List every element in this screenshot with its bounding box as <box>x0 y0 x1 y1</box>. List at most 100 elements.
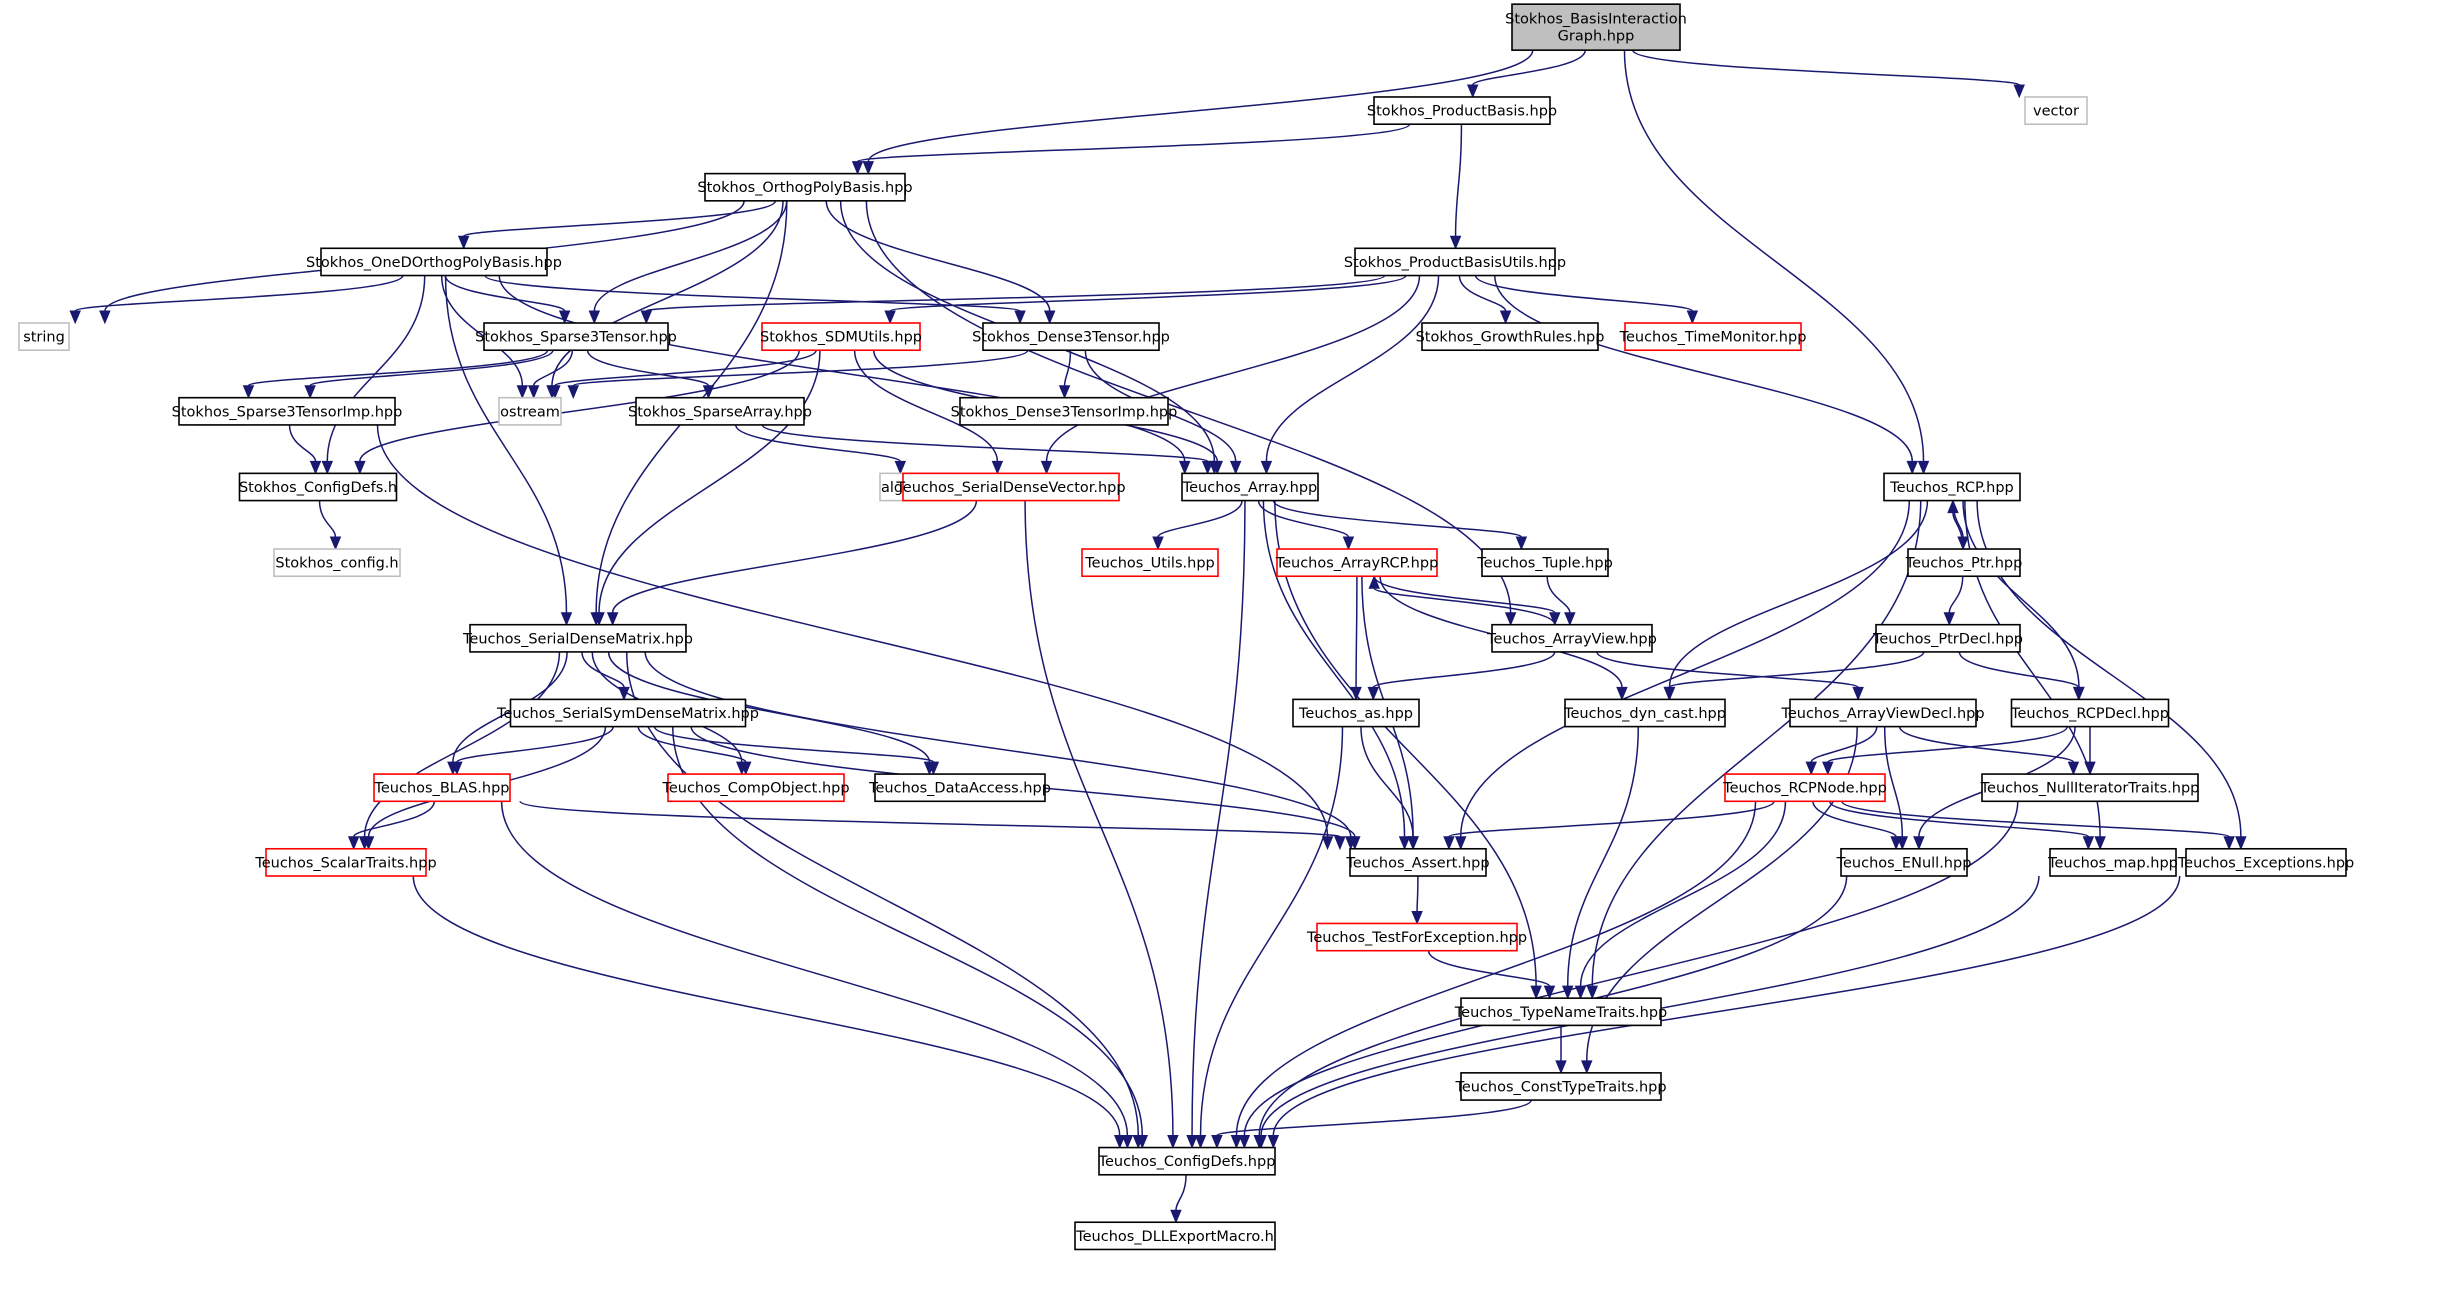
node-box <box>498 396 562 426</box>
node-tassert[interactable]: Teuchos_Assert.hpp <box>1345 847 1490 877</box>
node-label: Stokhos_Sparse3TensorImp.hpp <box>172 404 403 420</box>
node-vector[interactable]: vector <box>2024 96 2088 125</box>
edge-pbutils-to-sparse3 <box>640 274 1386 325</box>
node-tuple[interactable]: Teuchos_Tuple.hpp <box>1476 548 1613 578</box>
edge-line <box>551 200 784 386</box>
node-tmap[interactable]: Teuchos_map.hpp <box>2047 847 2178 877</box>
node-tarray[interactable]: Teuchos_Array.hpp <box>1181 472 1319 502</box>
edge-arrowhead <box>1686 310 1699 325</box>
edge-arrowhead <box>1504 612 1517 626</box>
edge-line <box>444 275 568 613</box>
edge-typename-to-consttype <box>1555 1025 1567 1075</box>
node-label: Teuchos_ENull.hpp <box>1836 855 1972 871</box>
node-label: Teuchos_ConstTypeTraits.hpp <box>1454 1079 1666 1095</box>
edge-arrowhead <box>1852 686 1864 701</box>
node-box <box>1181 472 1319 502</box>
node-string[interactable]: string <box>18 322 70 352</box>
edge-arrowhead <box>1499 310 1512 325</box>
node-label: Stokhos_Sparse3Tensor.hpp <box>475 330 677 346</box>
node-dense3[interactable]: Stokhos_Dense3Tensor.hpp <box>972 322 1170 352</box>
node-blas[interactable]: Teuchos_BLAS.hpp <box>373 773 511 803</box>
edge-line <box>1372 651 1556 689</box>
node-label: Stokhos_OneDOrthogPolyBasis.hpp <box>306 255 562 271</box>
node-ptr[interactable]: Teuchos_Ptr.hpp <box>1905 548 2023 578</box>
node-box <box>874 773 1046 803</box>
edge-line <box>1272 500 1523 538</box>
node-rcpnode[interactable]: Teuchos_RCPNode.hpp <box>1722 773 1887 803</box>
node-rcp[interactable]: Teuchos_RCP.hpp <box>1883 472 2021 502</box>
node-label: Teuchos_SerialSymDenseMatrix.hpp <box>496 706 759 722</box>
node-box <box>483 322 669 352</box>
node-arrayrcp[interactable]: Teuchos_ArrayRCP.hpp <box>1275 548 1439 578</box>
node-consttype[interactable]: Teuchos_ConstTypeTraits.hpp <box>1454 1072 1667 1101</box>
edge-arrayview-to-avdecl <box>1596 651 1864 701</box>
node-sparse3[interactable]: Stokhos_Sparse3Tensor.hpp <box>475 322 677 352</box>
edge-line <box>1948 576 1964 613</box>
node-box <box>1624 322 1802 352</box>
node-dyncast[interactable]: Teuchos_dyn_cast.hpp <box>1563 698 1726 728</box>
node-config_h[interactable]: Stokhos_config.h <box>273 548 401 578</box>
edge-arrowhead <box>1342 536 1355 551</box>
edge-arrowhead <box>862 161 875 175</box>
node-testexc[interactable]: Teuchos_TestForException.hpp <box>1306 922 1527 952</box>
node-avdecl[interactable]: Teuchos_ArrayViewDecl.hpp <box>1780 698 1985 728</box>
node-timemon[interactable]: Teuchos_TimeMonitor.hpp <box>1619 322 1807 352</box>
node-scalar[interactable]: Teuchos_ScalarTraits.hpp <box>254 847 437 877</box>
node-texc[interactable]: Teuchos_Exceptions.hpp <box>2177 847 2354 877</box>
node-as[interactable]: Teuchos_as.hpp <box>1292 698 1420 728</box>
node-sparsearr[interactable]: Stokhos_SparseArray.hpp <box>628 396 812 426</box>
node-box <box>2024 96 2088 125</box>
node-typename[interactable]: Teuchos_TypeNameTraits.hpp <box>1454 997 1667 1027</box>
edge-line <box>1045 275 1421 462</box>
edge-line <box>1827 726 2068 763</box>
node-utils[interactable]: Teuchos_Utils.hpp <box>1081 548 1219 578</box>
node-compobj[interactable]: Teuchos_CompObject.hpp <box>661 773 850 803</box>
edge-orthopoly-to-oned <box>457 200 777 250</box>
edge-root-to-productbasis <box>1466 49 1587 99</box>
node-ostream[interactable]: ostream <box>498 396 562 426</box>
node-pbutils[interactable]: Stokhos_ProductBasisUtils.hpp <box>1344 247 1566 277</box>
node-box <box>1481 548 1609 578</box>
node-rcpdecl[interactable]: Teuchos_RCPDecl.hpp <box>2010 698 2170 728</box>
node-label: Teuchos_Utils.hpp <box>1084 556 1214 572</box>
node-sdmatrix[interactable]: Teuchos_SerialDenseMatrix.hpp <box>462 623 693 653</box>
node-sdmutils[interactable]: Stokhos_SDMUtils.hpp <box>760 322 922 352</box>
edge-orthopoly-to-arrayview <box>865 200 1517 626</box>
edge-oned-to-ostream <box>440 275 529 399</box>
edge-line <box>1272 875 2181 1136</box>
edge-line <box>498 275 1186 462</box>
node-dataacc[interactable]: Teuchos_DataAccess.hpp <box>868 773 1051 803</box>
node-arrayview[interactable]: Teuchos_ArrayView.hpp <box>1486 623 1657 653</box>
edges-layer <box>69 49 2247 1224</box>
node-growth[interactable]: Stokhos_GrowthRules.hpp <box>1416 322 1605 352</box>
node-productbasis[interactable]: Stokhos_ProductBasis.hpp <box>1367 96 1557 125</box>
node-oned[interactable]: Stokhos_OneDOrthogPolyBasis.hpp <box>306 247 562 277</box>
node-label: Stokhos_ConfigDefs.h <box>239 480 397 496</box>
edge-arrowhead <box>1170 1209 1182 1224</box>
node-dense3imp[interactable]: Stokhos_Dense3TensorImp.hpp <box>951 396 1178 426</box>
node-configdefs_h[interactable]: Stokhos_ConfigDefs.h <box>238 472 398 502</box>
edge-line <box>1828 800 2090 838</box>
node-dllexport[interactable]: Teuchos_DLLExportMacro.h <box>1074 1221 1276 1251</box>
edge-arrowhead <box>1167 1135 1179 1149</box>
node-label: Teuchos_DLLExportMacro.h <box>1075 1229 1274 1245</box>
node-enull[interactable]: Teuchos_ENull.hpp <box>1836 847 1972 877</box>
edge-arrowhead <box>1947 499 1959 514</box>
edge-pbutils-to-growth <box>1458 275 1512 325</box>
edge-pbutils-to-timemon <box>1474 275 1699 325</box>
node-tconfig[interactable]: Teuchos_ConfigDefs.hpp <box>1098 1146 1276 1176</box>
node-orthopoly[interactable]: Stokhos_OrthogPolyBasis.hpp <box>697 172 913 202</box>
edge-line <box>1157 500 1243 538</box>
node-nulliter[interactable]: Teuchos_NullIteratorTraits.hpp <box>1980 773 2200 803</box>
node-ptrdecl[interactable]: Teuchos_PtrDecl.hpp <box>1872 623 2023 653</box>
edge-as-to-tassert <box>1360 726 1419 851</box>
node-sparse3imp[interactable]: Stokhos_Sparse3TensorImp.hpp <box>172 396 403 426</box>
node-sdvector[interactable]: Teuchos_SerialDenseVector.hpp <box>895 472 1126 502</box>
edge-sdvector-to-sdmatrix <box>606 500 978 626</box>
edge-arrowhead <box>1943 612 1956 626</box>
edge-arrowhead <box>1574 985 1587 1000</box>
edge-scalar-to-tconfig <box>412 875 1126 1149</box>
edge-tarray-to-tuple <box>1272 500 1528 551</box>
node-symdm[interactable]: Teuchos_SerialSymDenseMatrix.hpp <box>496 698 759 728</box>
